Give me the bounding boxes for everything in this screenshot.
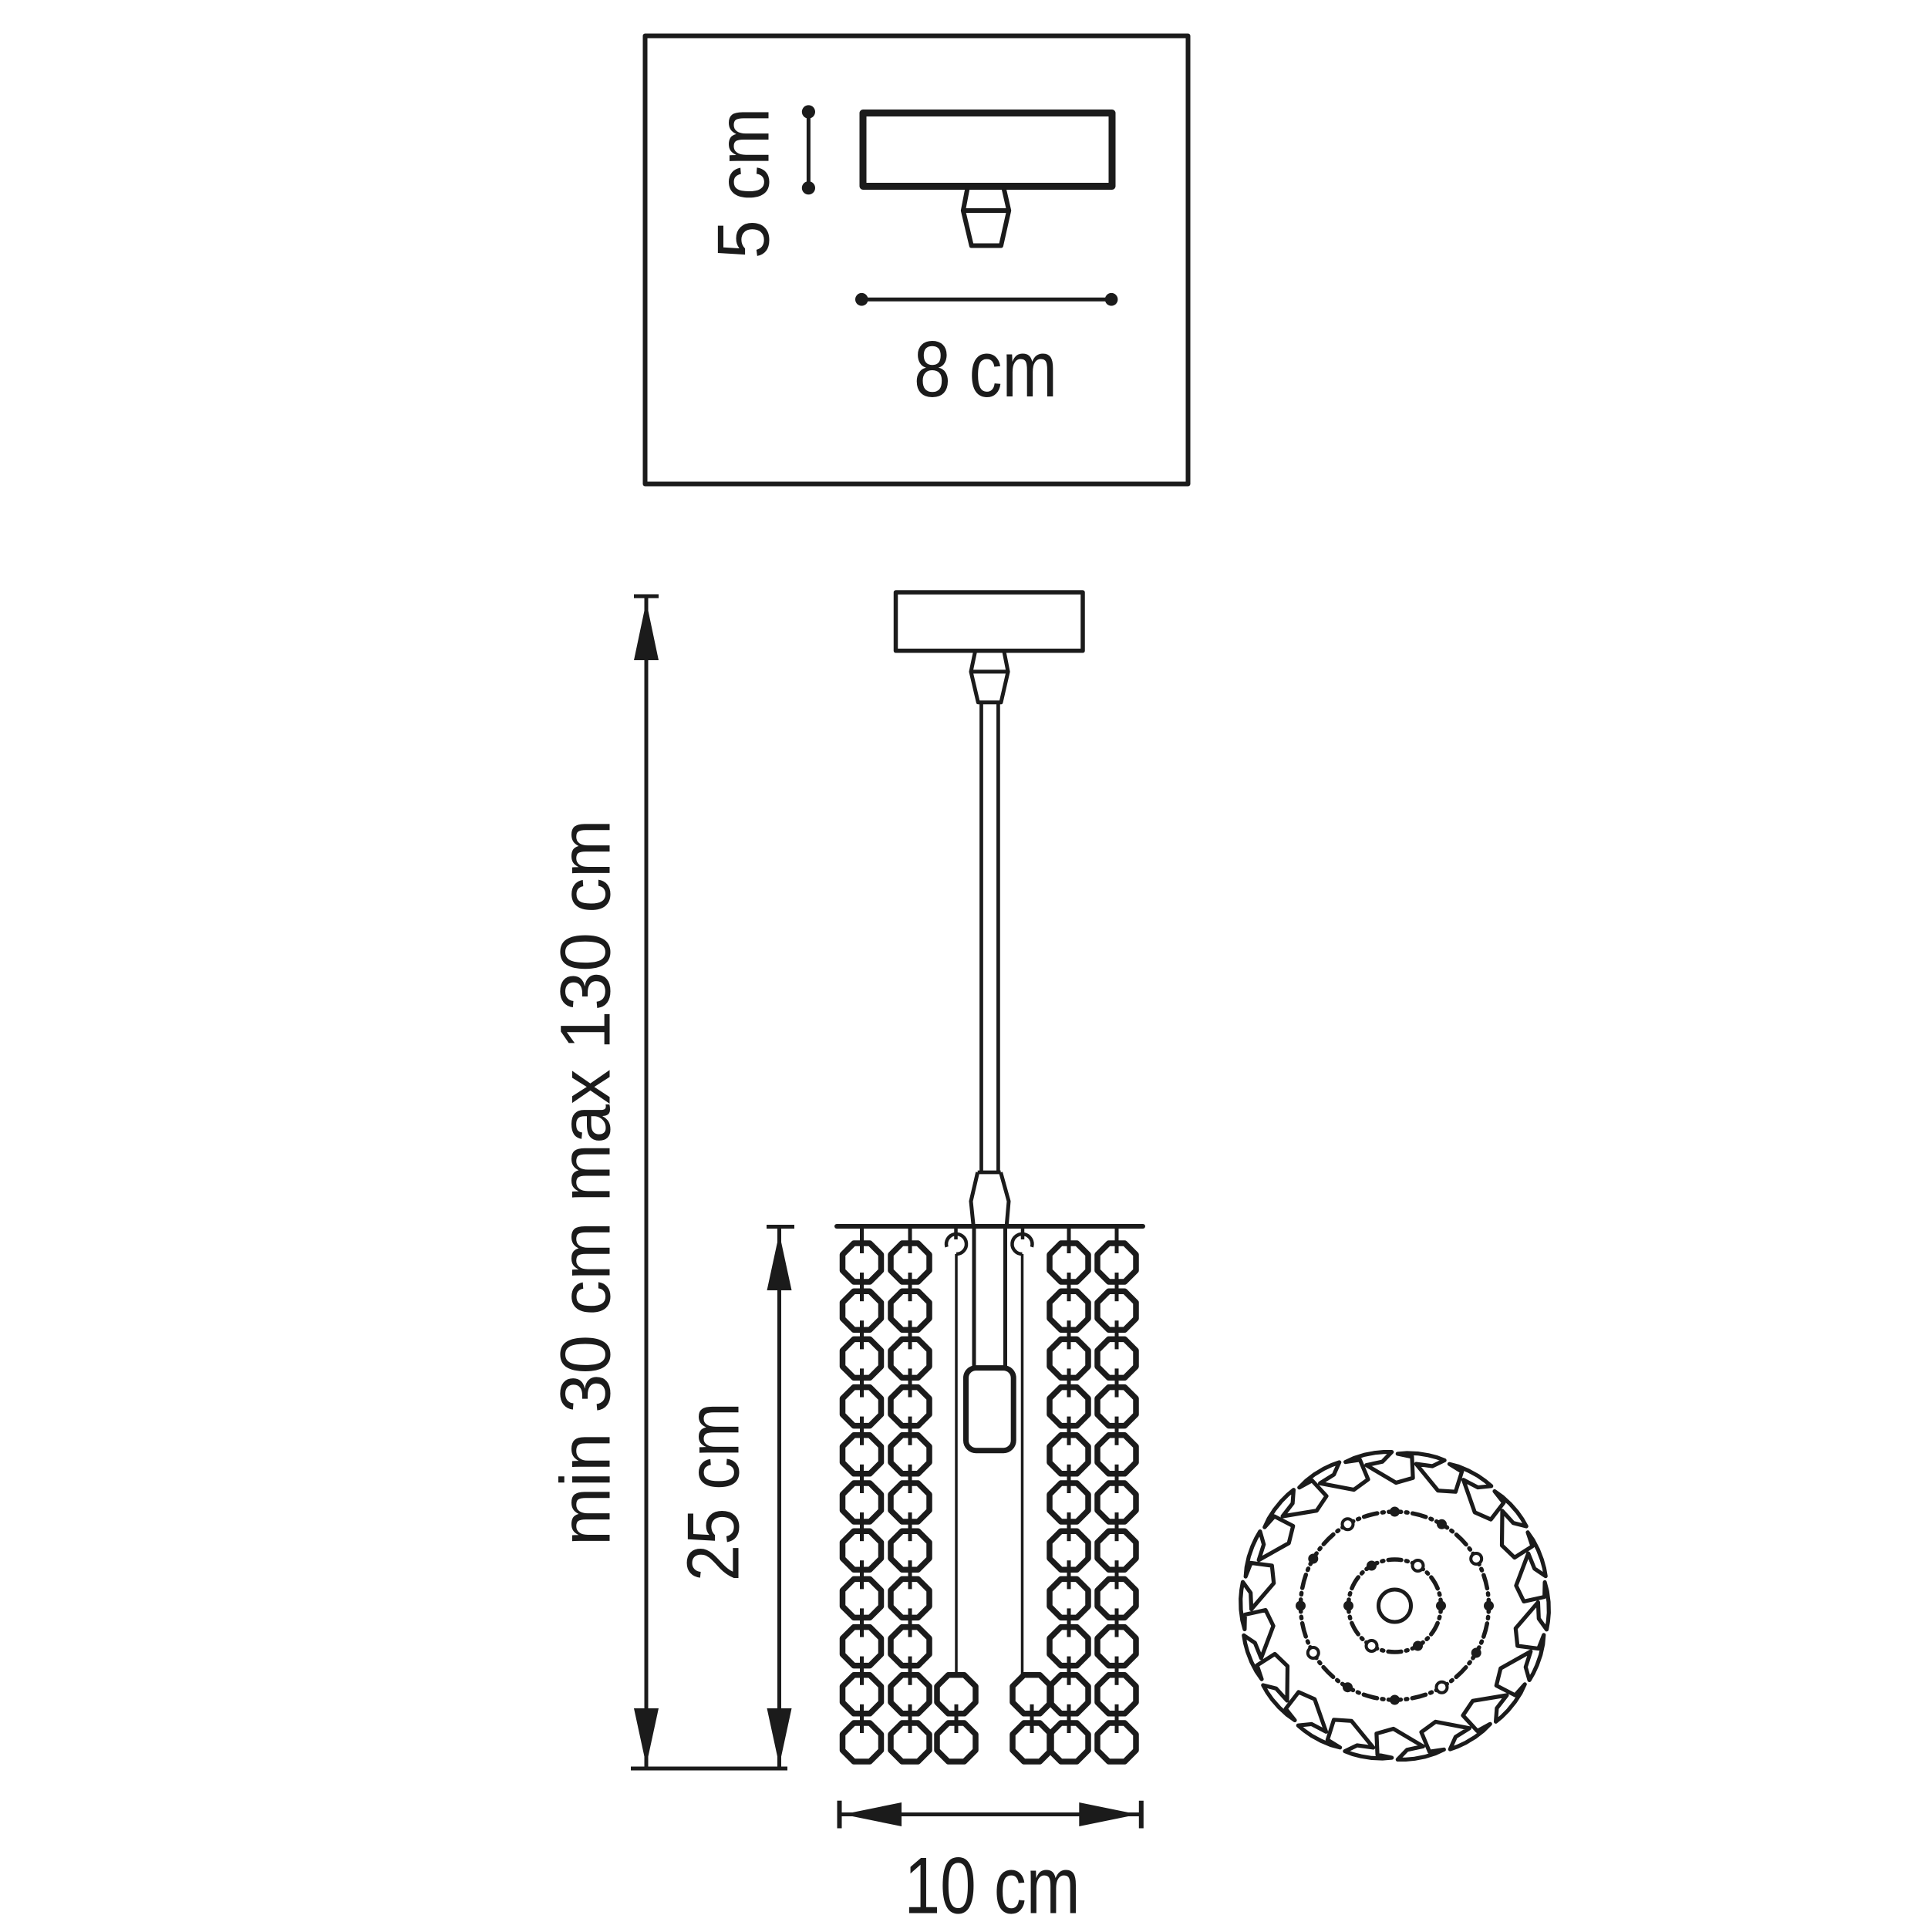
- svg-text:min 30 cm max 130 cm: min 30 cm max 130 cm: [546, 819, 625, 1546]
- svg-text:5 cm: 5 cm: [703, 108, 785, 259]
- svg-text:8 cm: 8 cm: [914, 325, 1057, 413]
- svg-text:25 cm: 25 cm: [672, 1402, 754, 1581]
- svg-text:10 cm: 10 cm: [905, 1842, 1080, 1928]
